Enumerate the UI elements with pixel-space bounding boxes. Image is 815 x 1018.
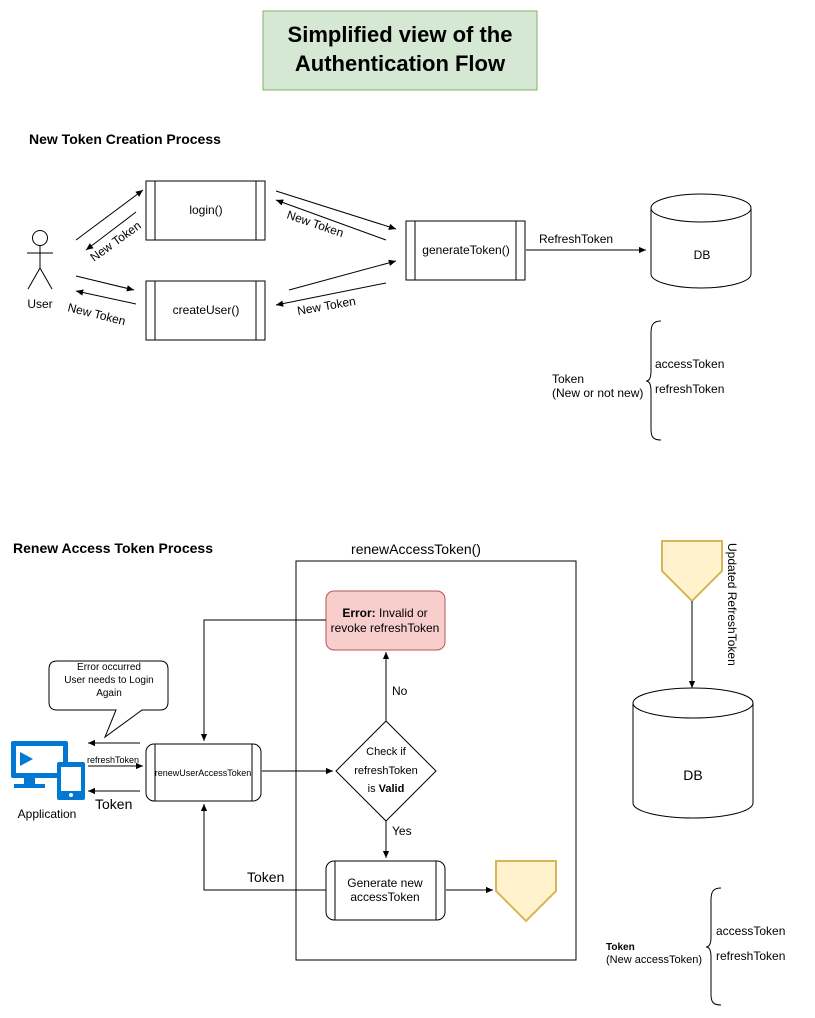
error-rest-label: Invalid or [376, 606, 428, 620]
arrow-create-user-to-user [75, 289, 137, 305]
new-token-label-2: New Token [66, 300, 127, 328]
decision-line-1: Check if [366, 746, 407, 758]
application-label: Application [18, 807, 77, 821]
arrow-login-to-user [85, 211, 137, 251]
yes-label: Yes [392, 824, 412, 838]
updated-refresh-token-label: Updated RefreshToken [725, 543, 739, 666]
arrow-error-to-renew [200, 619, 326, 741]
generate-line-1: Generate new [347, 876, 423, 890]
token-arrow-label: Token [95, 796, 132, 812]
db-cylinder-top: DB [650, 193, 752, 289]
token-label-1: Token [552, 372, 584, 386]
db-label-bottom: DB [683, 767, 702, 783]
token-back-label: Token [247, 869, 284, 885]
decision-line-3a: is [368, 783, 379, 795]
generate-access-token-box: Generate new accessToken [325, 860, 446, 921]
callout-line-3: Again [96, 688, 122, 699]
create-user-process: createUser() [145, 280, 266, 341]
login-label: login() [189, 203, 222, 217]
token-label-2: (New or not new) [552, 386, 643, 400]
login-process: login() [145, 180, 266, 241]
create-user-label: createUser() [173, 303, 240, 317]
token-bold-label: Token [606, 942, 635, 953]
arrow-generate-to-create-user [275, 282, 387, 307]
db-cylinder-bottom: DB [632, 687, 754, 819]
error-bold-label: Error: [342, 606, 375, 620]
application-icon [11, 741, 85, 800]
arrow-generate-back-to-renew [200, 804, 326, 891]
user-actor-icon [27, 230, 53, 290]
error-line-2: revoke refreshToken [331, 621, 440, 635]
renew-user-access-token-box: renewUserAccessToken [145, 743, 262, 802]
arrow-user-to-create-user [75, 275, 135, 292]
generate-token-label: generateToken() [422, 243, 509, 257]
user-actor-label: User [27, 297, 52, 311]
callout-line-2: User needs to Login [64, 675, 154, 686]
creation-heading: New Token Creation Process [29, 131, 221, 147]
renew-container-label: renewAccessToken() [351, 541, 481, 557]
db-label-top: DB [694, 248, 711, 262]
arrow-login-to-generate [275, 190, 397, 230]
brace-item-refresh-token-bottom: refreshToken [716, 949, 785, 963]
decision-line-2: refreshToken [354, 765, 418, 777]
arrow-generate-to-login [275, 199, 387, 241]
error-box: Error: Invalid or revoke refreshToken [325, 590, 446, 651]
title-box-bg [262, 10, 538, 91]
title-line-2: Authentication Flow [295, 51, 506, 76]
svg-text:is Valid: is Valid [368, 783, 405, 795]
error-callout: Error occurred User needs to Login Again [48, 660, 169, 739]
refresh-token-arrow-label: RefreshToken [539, 232, 613, 246]
arrow-create-user-to-generate [288, 259, 397, 291]
generate-token-process: generateToken() [405, 220, 526, 281]
token-brace-bottom [705, 887, 722, 1006]
token-pentagon-updated [661, 540, 723, 603]
no-label: No [392, 684, 408, 698]
generate-line-2: accessToken [350, 890, 419, 904]
callout-line-1: Error occurred [77, 662, 141, 673]
decision-line-3b: Valid [379, 783, 405, 795]
svg-text:Error: Invalid or: Error: Invalid or [342, 606, 427, 620]
token-pentagon-output [495, 860, 557, 923]
brace-item-refresh-token-top: refreshToken [655, 382, 724, 396]
title-line-1: Simplified view of the [288, 22, 513, 47]
renew-heading: Renew Access Token Process [13, 540, 213, 556]
refresh-token-arrow-label-renew: refreshToken [87, 755, 139, 765]
brace-item-access-token-top: accessToken [655, 357, 724, 371]
token-brace-top [645, 320, 662, 441]
validity-decision: Check if refreshToken is Valid [335, 720, 437, 822]
brace-item-access-token-bottom: accessToken [716, 924, 785, 938]
new-token-label-4: New Token [296, 294, 357, 318]
token-sub-label: (New accessToken) [606, 954, 702, 966]
title-box: Simplified view of the Authentication Fl… [262, 10, 538, 91]
arrow-user-to-login [75, 189, 144, 241]
renew-box-label: renewUserAccessToken [155, 768, 252, 778]
new-token-label-3: New Token [285, 208, 345, 240]
